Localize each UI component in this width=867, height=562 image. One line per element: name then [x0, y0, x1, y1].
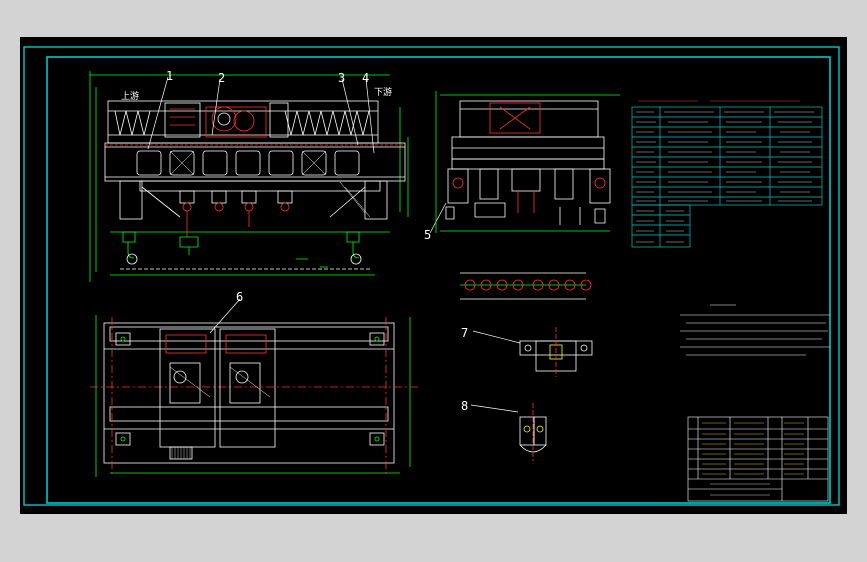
callout-2: 2: [218, 71, 225, 85]
drawing-sheet: 1 2 3 4 5 6 7 8 上游 下游: [20, 37, 847, 514]
inner-frame: [46, 56, 831, 504]
label-downstream: 下游: [374, 86, 392, 98]
callout-numbers: 1 2 3 4 5 6 7 8 上游 下游: [121, 69, 468, 413]
spec-table: [631, 106, 823, 248]
callout-1: 1: [166, 69, 173, 83]
callout-leaders: [147, 76, 521, 413]
side-elevation-view: [435, 91, 620, 233]
wheel-layout-detail: [460, 272, 592, 300]
cad-drawing: 1 2 3 4 5 6 7 8 上游 下游: [23, 46, 840, 506]
technical-notes: [680, 304, 830, 356]
title-block-text: [702, 422, 804, 496]
front-elevation-view: [89, 71, 409, 282]
spec-table-text: [636, 100, 814, 243]
label-upstream: 上游: [121, 90, 139, 102]
callout-6: 6: [236, 290, 243, 304]
callout-5: 5: [424, 228, 431, 242]
callout-4: 4: [362, 71, 369, 85]
plan-view: [90, 315, 418, 477]
callout-8: 8: [461, 399, 468, 413]
detail-8: [519, 403, 547, 461]
title-block: [687, 416, 829, 502]
callout-3: 3: [338, 71, 345, 85]
outer-frame: [23, 46, 840, 506]
detail-7: [519, 327, 593, 377]
callout-7: 7: [461, 326, 468, 340]
